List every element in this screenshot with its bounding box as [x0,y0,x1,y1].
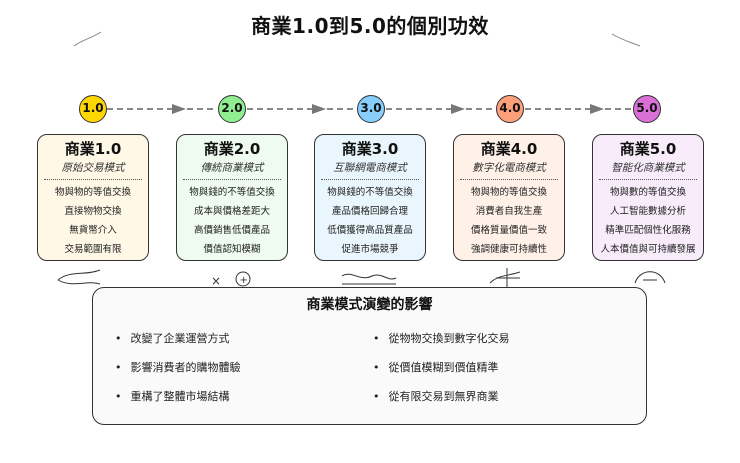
impact-bullet: 影響消費者的購物體驗 [115,353,241,382]
card-title: 商業5.0 [619,140,677,158]
card-item: 物與錢的不等值交換 [327,187,413,198]
arrowhead-1-2 [172,104,186,114]
card-title: 商業4.0 [480,140,538,158]
stage-node-5: 5.0 [633,95,661,123]
card-title: 商業1.0 [64,140,122,158]
card-item: 價格質量價值一致 [470,225,547,236]
card-title: 商業2.0 [203,140,261,158]
card-item: 物與物的等值交換 [470,187,547,198]
impact-right-column: 從物物交換到數字化交易 從價值模糊到價值精準 從有限交易到無界商業 [373,324,510,411]
arrowhead-2-3 [312,104,326,114]
card-item: 物與數的等值交換 [609,187,686,198]
card-item: 人工智能數據分析 [609,206,686,217]
card-item: 消費者自我生產 [475,206,543,217]
impact-panel: 商業模式演變的影響 改變了企業運營方式 影響消費者的購物體驗 重構了整體市場結構… [92,287,647,425]
impact-bullet: 從有限交易到無界商業 [373,382,510,411]
card-title: 商業3.0 [341,140,399,158]
stage-node-1: 1.0 [79,95,107,123]
stage-node-3: 3.0 [357,95,385,123]
doodle-wave-1 [57,269,101,285]
stage-node-2: 2.0 [218,95,246,123]
stage-card-1: 商業1.0 原始交易模式 物與物的等值交換 直接物物交換 無貨幣介入 交易範圍有… [37,134,149,261]
stage-card-5: 商業5.0 智能化商業模式 物與數的等值交換 人工智能數據分析 精準匹配個性化服… [592,134,704,261]
card-item: 交易範圍有限 [64,244,122,255]
diagram-title: 商業1.0到5.0的個別功效 [251,14,489,38]
card-subtitle: 智能化商業模式 [599,161,697,180]
card-item: 精準匹配個性化服務 [605,225,691,236]
doodle-circle-plus [235,271,251,287]
impact-bullet: 從物物交換到數字化交易 [373,324,510,353]
card-subtitle: 互聯網電商模式 [321,161,419,180]
card-item: 無貨幣介入 [69,225,117,236]
card-item: 促進市場競爭 [341,244,399,255]
arrowhead-3-4 [451,104,465,114]
card-item: 產品價格回歸合理 [331,206,408,217]
card-subtitle: 原始交易模式 [44,161,142,180]
stage-card-2: 商業2.0 傳統商業模式 物與錢的不等值交換 成本與價格差距大 高價銷售低價產品… [176,134,288,261]
card-item: 人本價值與可持續發展 [600,244,696,255]
card-item: 成本與價格差距大 [193,206,270,217]
impact-left-column: 改變了企業運營方式 影響消費者的購物體驗 重構了整體市場結構 [115,324,241,411]
impact-bullet: 改變了企業運營方式 [115,324,241,353]
card-item: 價值認知模糊 [203,244,261,255]
stage-card-4: 商業4.0 數字化電商模式 物與物的等值交換 消費者自我生產 價格質量價值一致 … [453,134,565,261]
card-item: 高價銷售低價產品 [193,225,270,236]
card-item: 直接物物交換 [64,206,122,217]
impact-title: 商業模式演變的影響 [306,297,433,313]
doodle-dome-5 [634,271,666,284]
card-item: 強調健康可持續性 [470,244,547,255]
stage-node-4: 4.0 [496,95,524,123]
stage-card-3: 商業3.0 互聯網電商模式 物與錢的不等值交換 產品價格回歸合理 低價獲得高品質… [314,134,426,261]
card-item: 低價獲得高品質產品 [327,225,413,236]
impact-bullet: 重構了整體市場結構 [115,382,241,411]
card-subtitle: 數字化電商模式 [460,161,558,180]
card-item: 物與物的等值交換 [54,187,131,198]
card-subtitle: 傳統商業模式 [183,161,281,180]
doodle-x: × [211,274,221,288]
impact-bullet: 從價值模糊到價值精準 [373,353,510,382]
svg-text:+: + [240,275,248,286]
arrowhead-4-5 [590,104,604,114]
card-item: 物與錢的不等值交換 [189,187,275,198]
doodle-wave-3 [341,273,397,285]
